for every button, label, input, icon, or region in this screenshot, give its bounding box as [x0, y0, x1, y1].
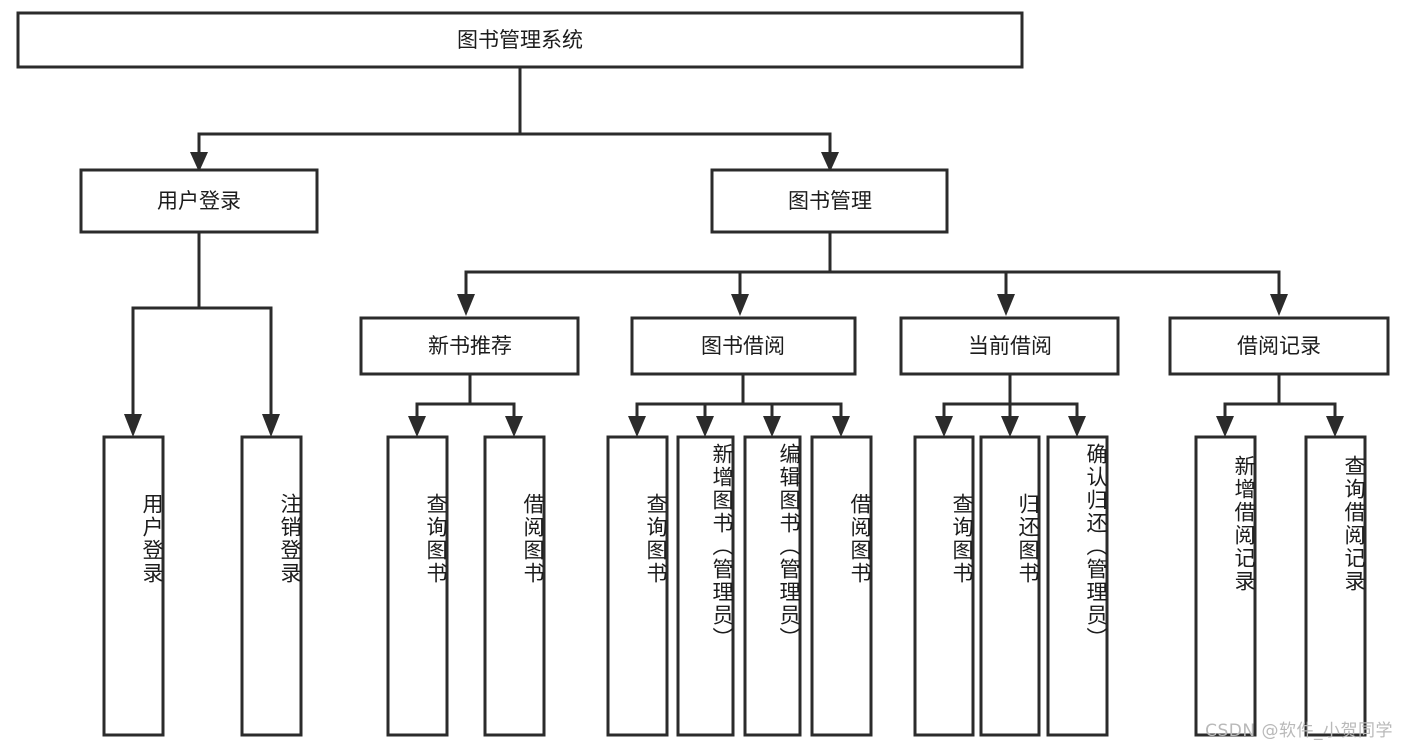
arrow-head-book-manage — [821, 152, 839, 172]
arrow-head-leaf-return-book — [1001, 416, 1019, 437]
node-box-leaf-confirm-return[interactable] — [1046, 435, 1109, 737]
node-label-new-book-rec: 新书推荐 — [428, 334, 512, 358]
node-box-leaf-logout[interactable] — [240, 435, 303, 737]
arrow-head-leaf-add-book — [696, 416, 714, 437]
node-label-book-manage: 图书管理 — [788, 189, 872, 213]
node-box-leaf-edit-book[interactable] — [743, 435, 802, 737]
node-box-current-borrow[interactable] — [899, 316, 1120, 376]
connector-group-currentborrow — [935, 372, 1086, 437]
arrow-head-leaf-logout — [262, 414, 280, 437]
arrow-head-leaf-query-book-3 — [935, 416, 953, 437]
node-label-current-borrow: 当前借阅 — [968, 334, 1052, 358]
arrow-head-leaf-add-record — [1216, 416, 1234, 437]
node-box-leaf-query-book-3[interactable] — [913, 435, 975, 737]
arrow-head-leaf-query-book-2 — [628, 416, 646, 437]
arrow-head-newbook — [457, 294, 475, 316]
node-label-borrow-record: 借阅记录 — [1237, 334, 1321, 358]
node-box-book-manage[interactable] — [710, 168, 949, 234]
node-box-leaf-query-book-1[interactable] — [386, 435, 449, 737]
node-box-leaf-borrow-book-1[interactable] — [483, 435, 546, 737]
connector-group-user-login — [124, 230, 280, 437]
arrow-head-leaf-edit-book — [763, 416, 781, 437]
node-box-book-borrow[interactable] — [630, 316, 857, 376]
connector-group-book-manage — [457, 230, 1288, 316]
node-box-borrow-record[interactable] — [1168, 316, 1390, 376]
node-box-leaf-user-login[interactable] — [102, 435, 165, 737]
arrow-head-user-login — [190, 152, 208, 172]
arrow-head-borrow — [731, 294, 749, 316]
node-label-root: 图书管理系统 — [457, 28, 583, 52]
arrow-head-leaf-borrow-book-2 — [832, 416, 850, 437]
arrow-head-leaf-borrow-book-1 — [505, 416, 523, 437]
node-label-user-login: 用户登录 — [157, 189, 241, 213]
node-box-leaf-add-record[interactable] — [1194, 435, 1257, 737]
node-box-leaf-query-book-2[interactable] — [606, 435, 669, 737]
connector-group-root — [190, 65, 839, 172]
node-label-book-borrow: 图书借阅 — [701, 334, 785, 358]
csdn-watermark: CSDN @软件_小贺同学 — [1205, 721, 1393, 741]
node-box-leaf-add-book[interactable] — [676, 435, 735, 737]
arrow-head-leaf-user-login — [124, 414, 142, 437]
arrow-head-record — [1270, 294, 1288, 316]
node-box-leaf-return-book[interactable] — [979, 435, 1041, 737]
node-box-leaf-borrow-book-2[interactable] — [810, 435, 873, 737]
connector-group-newbook — [408, 372, 523, 437]
arrow-head-leaf-confirm-return — [1068, 416, 1086, 437]
connector-group-bookborrow — [628, 372, 850, 437]
node-box-leaf-query-record[interactable] — [1304, 435, 1367, 737]
node-box-user-login[interactable] — [79, 168, 319, 234]
arrow-head-leaf-query-record — [1326, 416, 1344, 437]
connector-group-borrowrecord — [1216, 372, 1344, 437]
arrow-head-current — [997, 294, 1015, 316]
node-box-root[interactable] — [16, 11, 1024, 69]
arrow-head-leaf-query-book-1 — [408, 416, 426, 437]
node-box-new-book-rec[interactable] — [359, 316, 580, 376]
